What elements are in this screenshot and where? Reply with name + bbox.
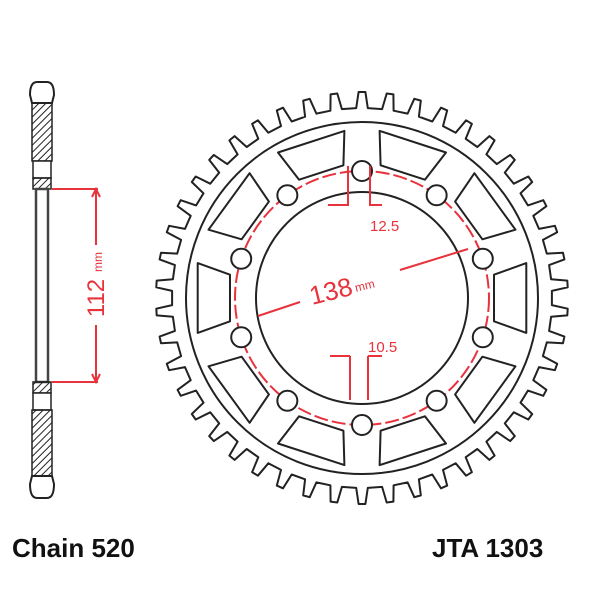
lightening-window: [454, 355, 517, 424]
lightening-window: [277, 129, 346, 181]
bolt-circle: [234, 170, 490, 426]
center-bore-label: 112 mm: [83, 252, 110, 317]
sprocket-front-view: [155, 91, 569, 505]
mounting-hole: [471, 326, 494, 349]
bolt-circle-value: 138: [306, 271, 355, 311]
mounting-hole: [425, 184, 448, 207]
center-bore-value: 112: [83, 279, 110, 317]
lightening-window: [277, 415, 346, 467]
bolt-circle-dimension: [257, 166, 469, 400]
bolt-circle-unit: mm: [353, 276, 376, 294]
lightening-window: [378, 415, 447, 467]
sprocket-teeth: [155, 91, 569, 505]
center-bore: [255, 191, 469, 405]
side-profile: [28, 81, 56, 499]
chain-label: Chain 520: [12, 533, 135, 563]
mounting-hole: [351, 160, 373, 182]
mounting-hole: [230, 326, 253, 349]
mounting-hole: [351, 414, 373, 436]
lightening-window: [493, 262, 528, 334]
lightening-window: [454, 172, 517, 241]
lightening-window: [207, 355, 270, 424]
lightening-window: [196, 262, 231, 334]
part-number: JTA 1303: [432, 533, 543, 563]
center-bore-unit: mm: [91, 252, 105, 272]
lightening-window: [207, 172, 270, 241]
mounting-hole: [471, 247, 494, 270]
mounting-hole: [425, 389, 448, 412]
mounting-hole: [230, 247, 253, 270]
lower-hole-dimension: 10.5: [368, 339, 397, 356]
upper-hole-dimension: 12.5: [370, 218, 399, 235]
mounting-hole: [276, 184, 299, 207]
lightening-window: [378, 129, 447, 181]
mounting-hole: [276, 389, 299, 412]
outer-ring: [185, 121, 539, 475]
center-bore-dimension: [52, 186, 101, 385]
